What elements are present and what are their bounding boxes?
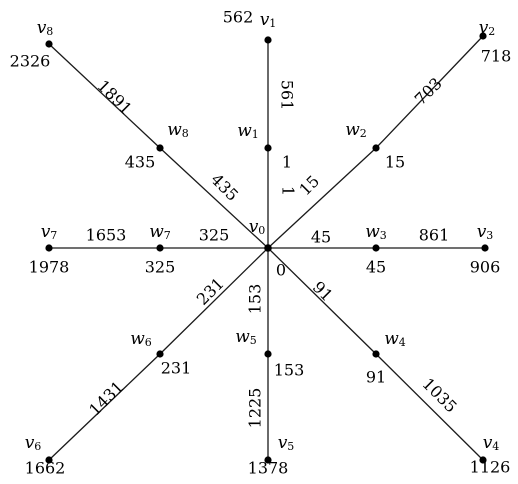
edge-weight-w4-v4: 1035 [419, 374, 461, 416]
label-v5: v5 [278, 433, 295, 454]
value-v5: 1378 [248, 459, 289, 478]
edge-weight-v0-w4: 91 [309, 277, 337, 305]
edge-weight-v0-w3: 45 [311, 228, 331, 247]
edge-v0-w8 [159, 147, 269, 249]
label-w4: w4 [384, 329, 406, 350]
node-v3 [481, 244, 489, 252]
node-v0 [264, 244, 272, 252]
edge-v0-w6 [159, 247, 269, 355]
edge-weight-v0-w8: 435 [207, 170, 242, 205]
label-v6: v6 [25, 433, 42, 454]
nodes-layer [45, 32, 489, 464]
edge-w8-v8 [48, 43, 161, 149]
edge-weight-w3-v3: 861 [419, 226, 450, 245]
edge-v0-w2 [267, 147, 377, 249]
node-w5 [264, 350, 272, 358]
node-v1 [264, 36, 272, 44]
edge-weight-w5-v5: 1225 [246, 388, 265, 429]
label-w3: w3 [365, 222, 387, 243]
edge-weight-w7-v7: 1653 [86, 226, 127, 245]
edge-w2-v2 [375, 35, 484, 149]
edge-weight-v0-w6: 231 [193, 274, 228, 309]
node-v4 [479, 456, 487, 464]
label-w8: w8 [167, 120, 189, 141]
node-v7 [45, 244, 53, 252]
value-w4: 91 [366, 368, 386, 387]
label-v0: v0 [249, 217, 266, 238]
value-w3: 45 [366, 258, 386, 277]
node-w1 [264, 144, 272, 152]
label-w5: w5 [235, 327, 257, 348]
node-w3 [372, 244, 380, 252]
value-w8: 435 [125, 153, 156, 172]
edge-weight-v0-w5: 153 [246, 284, 265, 315]
edge-w4-v4 [375, 353, 484, 461]
value-v2: 718 [481, 47, 512, 66]
edge-weight-w2-v2: 703 [411, 74, 446, 109]
node-v8 [45, 40, 53, 48]
value-w2: 15 [385, 153, 405, 172]
value-w5: 153 [274, 361, 305, 380]
value-v0: 0 [276, 261, 286, 280]
node-w8 [156, 144, 164, 152]
label-v4: v4 [483, 433, 500, 454]
node-v5 [264, 456, 272, 464]
edge-weight-w8-v8: 1891 [94, 76, 136, 118]
node-w2 [372, 144, 380, 152]
label-w2: w2 [345, 120, 367, 141]
label-v7: v7 [41, 222, 58, 243]
node-v2 [479, 32, 487, 40]
edge-weight-v0-w1: 1 [279, 186, 298, 196]
edge-weight-w1-v1: 561 [278, 80, 297, 111]
value-w6: 231 [161, 359, 192, 378]
node-v6 [45, 456, 53, 464]
value-v3: 906 [470, 258, 501, 277]
value-w1: 1 [282, 153, 292, 172]
label-w6: w6 [130, 329, 152, 350]
label-v2: v2 [479, 18, 496, 39]
edge-w6-v6 [48, 353, 161, 461]
label-w7: w7 [149, 222, 171, 243]
value-v7: 1978 [29, 258, 70, 277]
edge-weight-v0-w2: 15 [295, 171, 323, 199]
edge-weight-w6-v6: 1431 [85, 377, 127, 419]
node-w7 [156, 244, 164, 252]
value-w7: 325 [145, 258, 176, 277]
label-v1: v1 [260, 10, 277, 31]
label-v3: v3 [477, 222, 494, 243]
edge-v0-w4 [267, 247, 377, 355]
value-v4: 1126 [470, 458, 511, 477]
edge-weight-v0-w7: 325 [199, 226, 230, 245]
node-w6 [156, 350, 164, 358]
value-v6: 1662 [25, 459, 66, 478]
edges-layer [48, 35, 485, 461]
value-v1: 562 [223, 8, 254, 27]
value-v8: 2326 [10, 52, 51, 71]
node-w4 [372, 350, 380, 358]
label-v8: v8 [37, 18, 54, 39]
label-w1: w1 [237, 121, 259, 142]
